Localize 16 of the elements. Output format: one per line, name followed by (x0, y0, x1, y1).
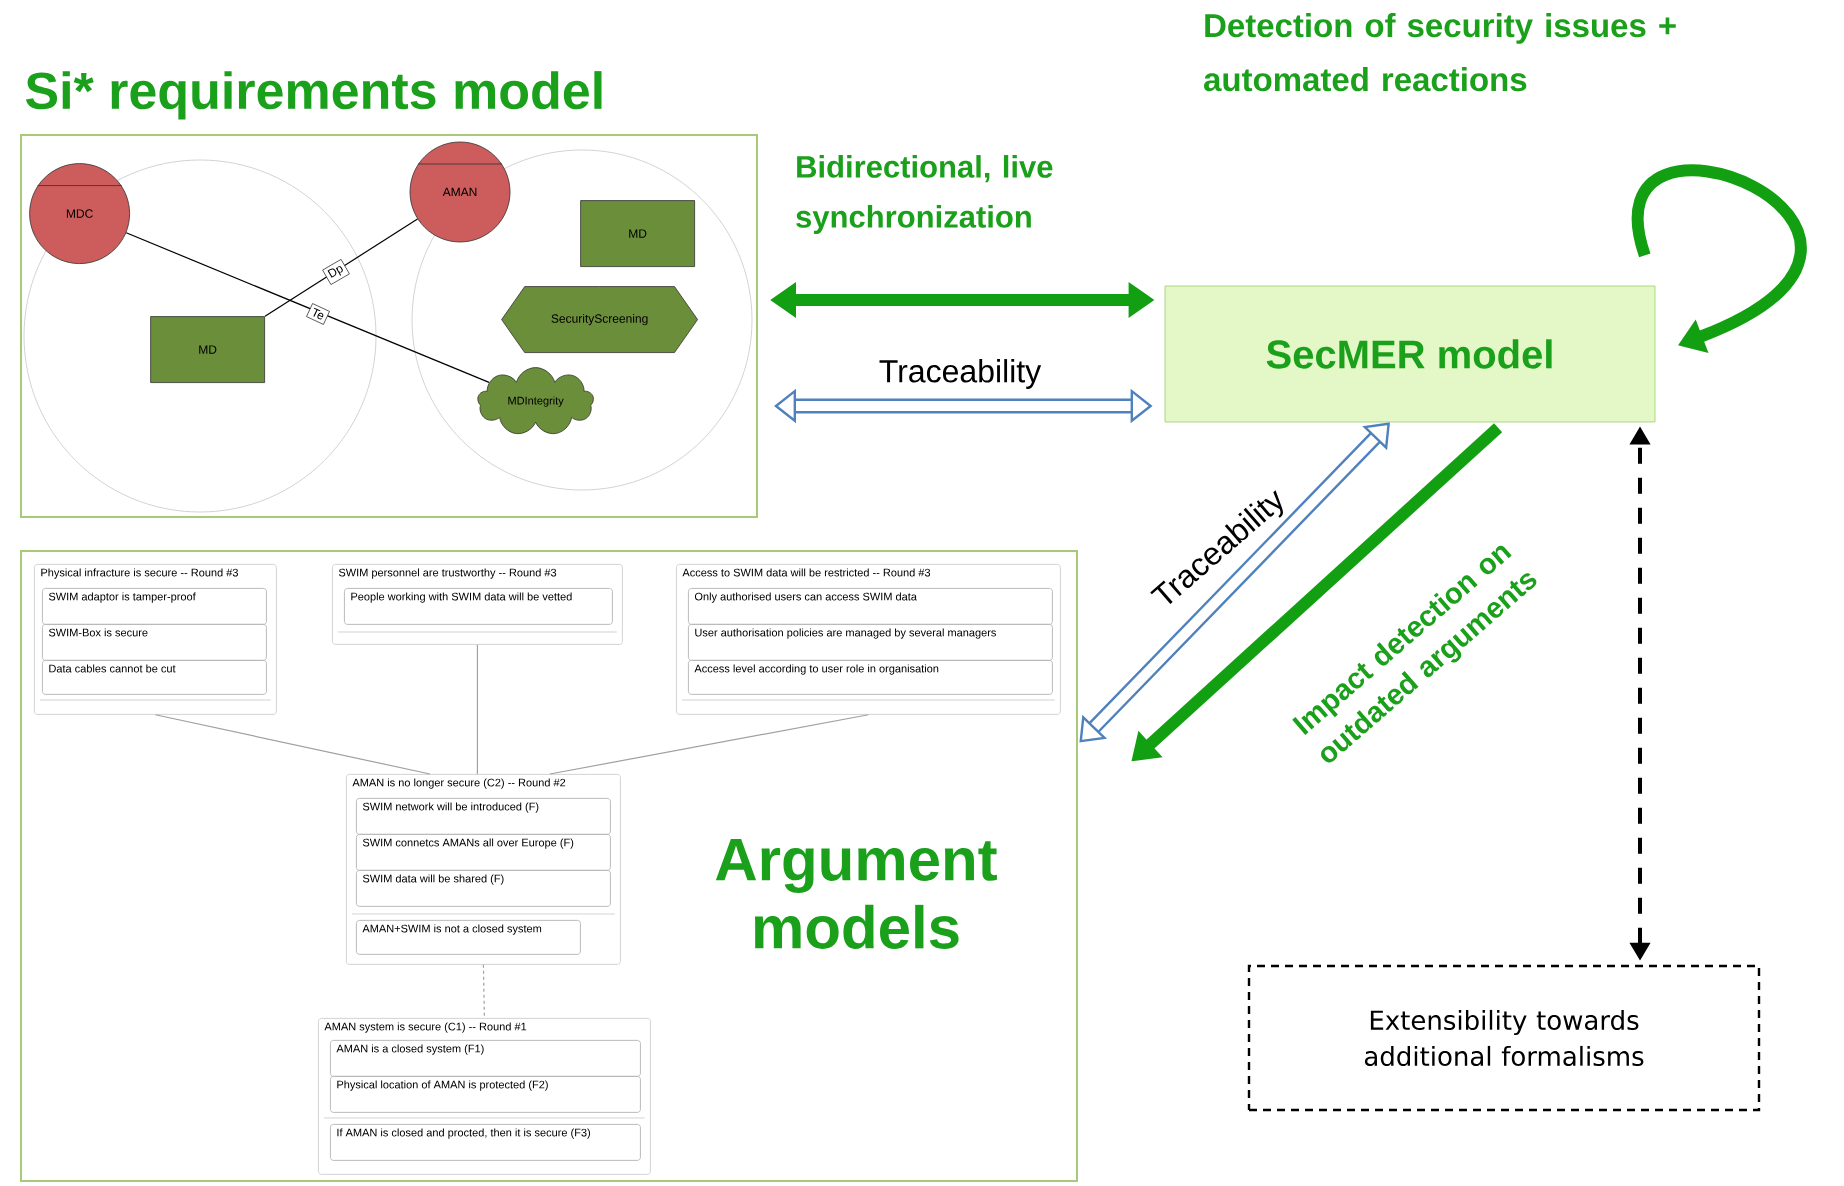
connector-line (549, 714, 869, 775)
link-line (125, 232, 490, 383)
model-box: SecMER model (1164, 285, 1656, 423)
link-line (264, 218, 419, 317)
connector-line (154, 714, 431, 775)
connector-line (482, 964, 485, 1019)
node-label: Si* requirements model (25, 71, 602, 120)
boundary-circle (23, 159, 377, 513)
boundary-circle (411, 149, 753, 491)
edge-label: Detection of security issues + automated reactions (1204, 13, 1676, 92)
edge-label: Bidirectional, live synchronization (796, 155, 1053, 234)
trace-arrow (1079, 422, 1390, 743)
edge-label: Traceability (876, 357, 1044, 391)
loop-arrow (1632, 164, 1807, 353)
connector-line (476, 644, 478, 775)
note-box: Extensibility towards additional formalisms (1247, 964, 1761, 1112)
